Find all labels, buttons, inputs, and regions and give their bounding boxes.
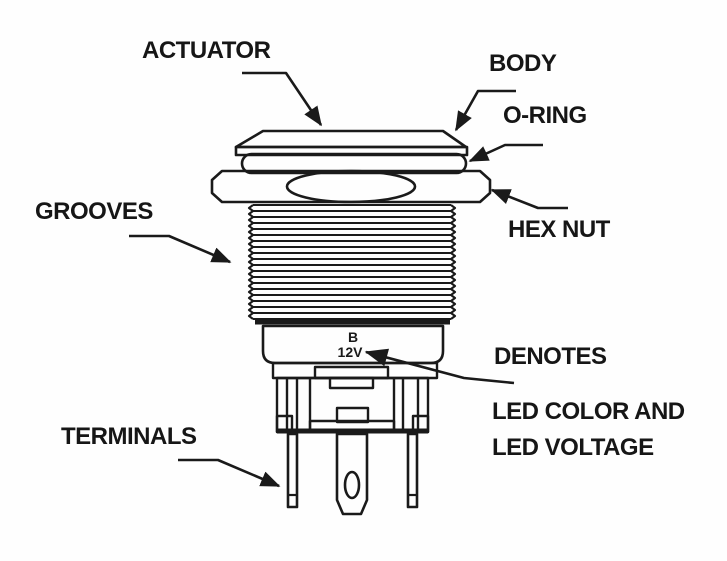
led-color-marking: B <box>348 329 358 345</box>
terminal-hole <box>343 470 361 500</box>
arrow-grooves <box>129 234 232 264</box>
o-ring <box>240 152 468 175</box>
threaded-body-grooves <box>247 203 457 325</box>
label-denotes-led-voltage: LED VOLTAGE <box>492 434 654 461</box>
label-o-ring: O-RING <box>503 102 587 129</box>
arrow-terminals <box>178 458 281 488</box>
label-grooves: GROOVES <box>35 198 153 225</box>
actuator-cap <box>234 129 469 157</box>
hex-nut <box>210 169 492 204</box>
arrow-oring <box>468 143 543 163</box>
arrow-actuator <box>242 71 323 127</box>
label-body: BODY <box>489 50 557 77</box>
leader-arrows <box>129 71 568 488</box>
arrow-body <box>454 89 516 132</box>
label-hex-nut: HEX NUT <box>508 216 610 243</box>
terminal-left <box>286 432 299 509</box>
terminal-right <box>406 432 419 509</box>
led-voltage-marking: 12V <box>338 344 364 360</box>
connector-base <box>271 361 439 434</box>
arrow-denotes <box>364 348 515 385</box>
label-denotes-led-color: LED COLOR AND <box>492 398 685 425</box>
label-denotes: DENOTES <box>494 343 607 370</box>
arrow-hexnut <box>490 188 568 210</box>
label-actuator: ACTUATOR <box>142 37 271 64</box>
terminal-center <box>335 432 369 516</box>
label-terminals: TERMINALS <box>61 423 197 450</box>
